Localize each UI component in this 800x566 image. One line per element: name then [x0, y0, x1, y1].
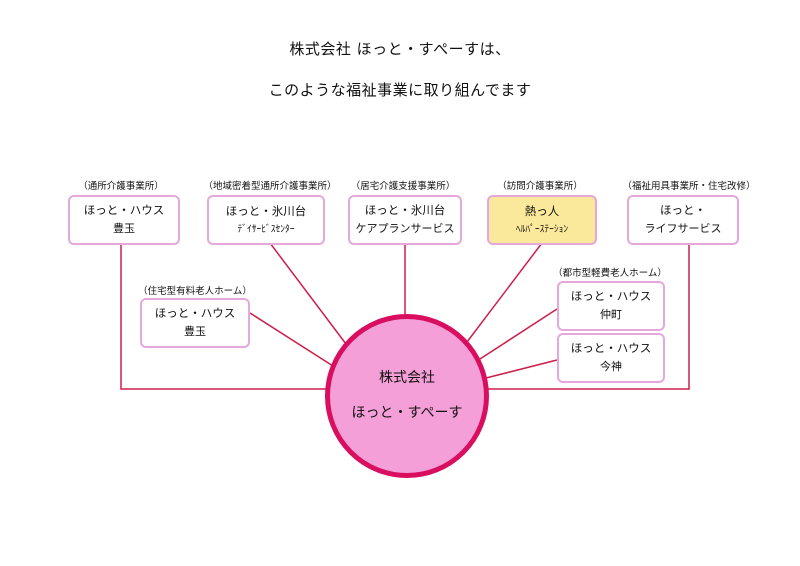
unit-caption: （通所介護事業所） [78, 181, 164, 192]
unit-caption: （住宅型有料老人ホーム） [138, 286, 252, 297]
unit-name: ほっと・ハウス [83, 202, 165, 217]
unit-box: ほっと・ ライフサービス [627, 195, 739, 245]
unit-box: ほっと・ハウス 仲町 [557, 281, 665, 331]
unit-subname: 豊玉 [113, 222, 135, 236]
connector-u6 [479, 308, 558, 360]
company-hub-circle: 株式会社 ほっと・すぺーす [325, 314, 489, 478]
unit-caption: （地域密着型通所介護事業所） [203, 181, 337, 192]
unit-subname: ﾃﾞｲｻｰﾋﾞｽｾﾝﾀｰ [237, 223, 295, 235]
unit-name: 熱っ人 [524, 204, 560, 219]
unit-subname: ﾍﾙﾊﾟｰｽﾃｰｼｮﾝ [515, 223, 569, 235]
unit-caption: （福祉用具事業所・住宅改修） [622, 181, 756, 192]
unit-box: ほっと・ハウス 豊玉 [140, 298, 250, 348]
hub-line-1: 株式会社 [379, 370, 435, 386]
unit-caption: （居宅介護支援事業所） [350, 181, 456, 192]
unit-name: ほっと・ハウス [570, 340, 652, 355]
unit-box: ほっと・ハウス 今神 [557, 333, 665, 383]
unit-subname: 豊玉 [184, 325, 206, 339]
connector-u3 [466, 242, 543, 343]
unit-name: ほっと・ハウス [154, 305, 236, 320]
title-line-1: 株式会社 ほっと・すぺーすは、 [289, 40, 511, 58]
connector-u0 [120, 243, 332, 390]
unit-caption: （訪問介護事業所） [497, 181, 583, 192]
unit-box: ほっと・氷川台 ﾃﾞｲｻｰﾋﾞｽｾﾝﾀｰ [207, 195, 325, 245]
unit-subname: ライフサービス [644, 222, 722, 236]
unit-caption: （都市型軽費老人ホーム） [553, 268, 667, 279]
unit-subname: 仲町 [600, 308, 622, 322]
unit-name: ほっと・氷川台 [364, 202, 446, 217]
connector-u7 [485, 359, 558, 379]
unit-name: ほっと・ハウス [570, 288, 652, 303]
connector-u4 [483, 243, 690, 390]
connector-u1 [269, 242, 347, 345]
unit-subname: ケアプランサービス [355, 222, 455, 236]
connector-u5 [249, 312, 334, 367]
unit-subname: 今神 [600, 360, 622, 374]
hub-line-2: ほっと・すぺーす [351, 405, 463, 421]
unit-box-highlight: 熱っ人 ﾍﾙﾊﾟｰｽﾃｰｼｮﾝ [487, 195, 597, 245]
unit-name: ほっと・ [660, 202, 706, 217]
unit-name: ほっと・氷川台 [225, 204, 307, 219]
title-line-2: このような福祉事業に取り組んでます [268, 81, 532, 99]
unit-box: ほっと・ハウス 豊玉 [68, 195, 180, 245]
unit-box: ほっと・氷川台 ケアプランサービス [348, 195, 462, 245]
